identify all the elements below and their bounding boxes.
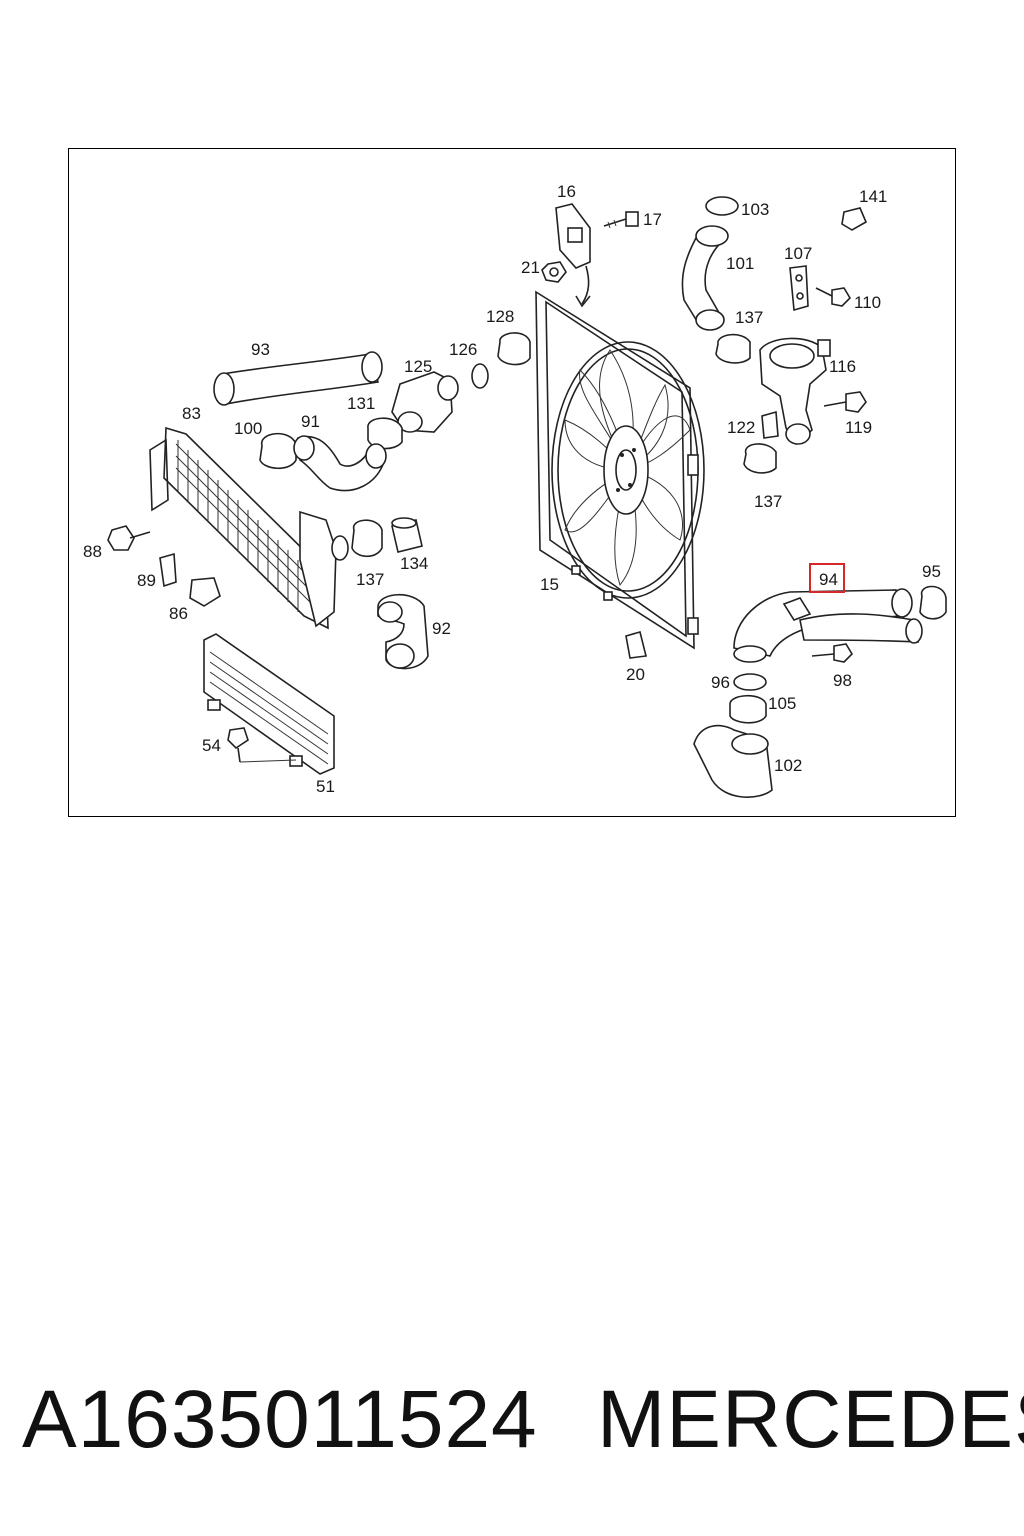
callout-119: 119 — [845, 418, 872, 437]
callout-107: 107 — [784, 244, 812, 263]
hose-93-drawing — [213, 351, 383, 406]
callout-137-middle: 137 — [754, 492, 782, 511]
pipe-94-drawing — [733, 585, 947, 663]
callout-98: 98 — [833, 671, 852, 690]
fan-shroud-drawing — [535, 290, 705, 650]
callout-105: 105 — [768, 694, 796, 713]
callout-93: 93 — [251, 340, 270, 359]
diagram-frame — [68, 148, 956, 817]
clamp-128-drawing — [391, 332, 531, 433]
callout-86: 86 — [169, 604, 188, 623]
brand-name: MERCEDES — [597, 1374, 1024, 1465]
callout-103: 103 — [741, 200, 769, 219]
intercooler-83-drawing — [149, 426, 349, 630]
callout-122: 122 — [727, 418, 755, 437]
callout-17: 17 — [643, 210, 662, 229]
callout-101: 101 — [726, 254, 754, 273]
oil-cooler-51-drawing — [203, 633, 335, 775]
callout-128: 128 — [486, 307, 514, 326]
callout-91: 91 — [301, 412, 320, 431]
fasteners-88-89-86-drawing — [107, 525, 221, 607]
hose-102-drawing — [693, 673, 773, 798]
callout-54: 54 — [202, 736, 221, 755]
callout-92: 92 — [432, 619, 451, 638]
callout-51: 51 — [316, 777, 335, 796]
callout-137-lower: 137 — [356, 570, 384, 589]
callout-126: 126 — [449, 340, 477, 359]
callout-20: 20 — [626, 665, 645, 684]
callout-141: 141 — [859, 187, 887, 206]
callout-21: 21 — [521, 258, 540, 277]
valve-116-drawing — [715, 333, 867, 474]
callout-102: 102 — [774, 756, 802, 775]
cap-141-drawing — [841, 207, 868, 231]
callout-137-upper: 137 — [735, 308, 763, 327]
callout-88: 88 — [83, 542, 102, 561]
callout-89: 89 — [137, 571, 156, 590]
plate-107-drawing — [789, 265, 852, 312]
callout-125: 125 — [404, 357, 432, 376]
clip-20-drawing — [625, 631, 647, 659]
callout-95: 95 — [922, 562, 941, 581]
hose-92-drawing — [351, 517, 429, 670]
callout-96: 96 — [711, 673, 730, 692]
highlight-box-94 — [809, 563, 845, 593]
hose-101-drawing — [681, 196, 739, 331]
hose-91-drawing — [259, 417, 403, 492]
callout-100: 100 — [234, 419, 262, 438]
callout-15: 15 — [540, 575, 559, 594]
callout-110: 110 — [854, 293, 881, 312]
bracket-drawing — [541, 203, 639, 308]
callout-116: 116 — [829, 357, 856, 376]
callout-83: 83 — [182, 404, 201, 423]
callout-134: 134 — [400, 554, 428, 573]
footer: A1635011524 MERCEDES — [0, 1370, 1024, 1470]
callout-131: 131 — [347, 394, 375, 413]
callout-labels: 16 17 103 141 101 107 21 110 128 137 93 … — [83, 182, 941, 796]
callout-16: 16 — [557, 182, 576, 201]
callout-94-highlighted: 94 — [819, 570, 838, 589]
part-number: A1635011524 — [22, 1374, 538, 1465]
